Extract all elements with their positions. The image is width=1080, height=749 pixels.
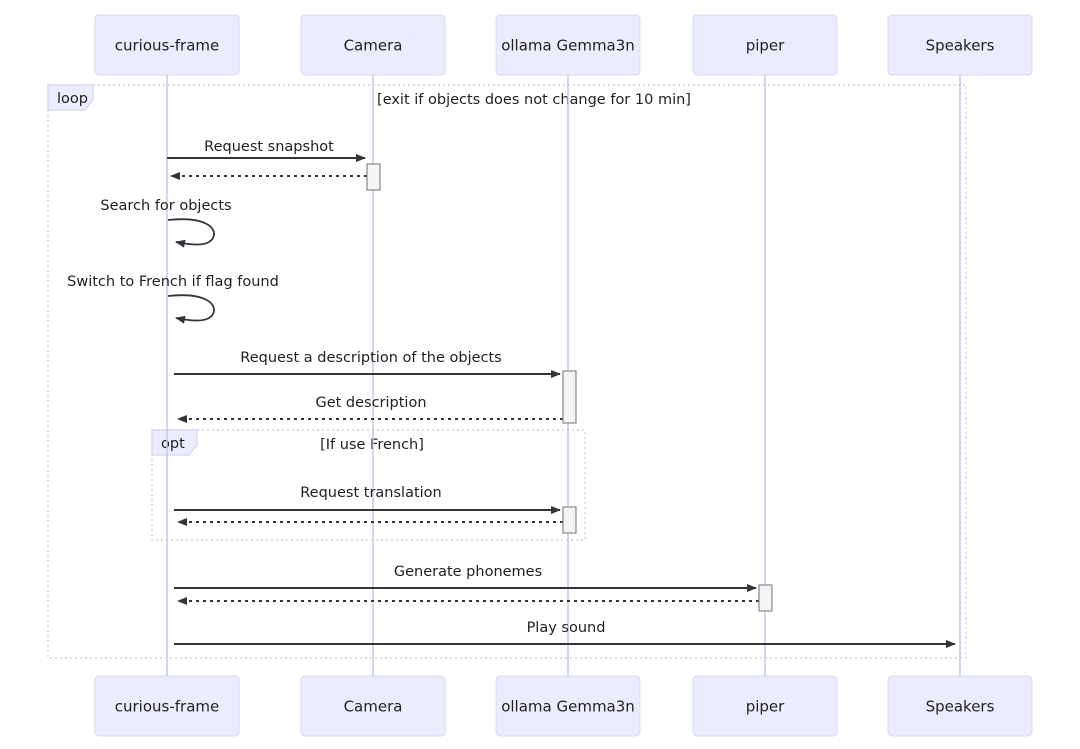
participant-bottom-speakers[interactable]: Speakers (887, 675, 1033, 737)
participant-box[interactable] (300, 675, 446, 737)
participant-label: ollama Gemma3n (501, 698, 635, 716)
participant-bottom-piper[interactable]: piper (692, 675, 838, 737)
message-label: Get description (315, 395, 426, 411)
self-message-arrow (167, 218, 215, 248)
activation-piper (758, 584, 773, 612)
loop-frame-tab (47, 84, 94, 111)
message-request-description: Request a description of the objects (174, 350, 561, 378)
message-search-for-objects: Search for objects (100, 198, 232, 248)
participant-label: curious-frame (115, 698, 219, 716)
message-label: Search for objects (100, 198, 231, 214)
message-switch-to-french: Switch to French if flag found (67, 274, 279, 324)
participant-box[interactable] (692, 675, 838, 737)
participant-label: Camera (344, 698, 403, 716)
participant-label: Speakers (926, 698, 995, 716)
participant-top-gemma[interactable]: ollama Gemma3n (495, 14, 641, 76)
fragment-loop: loop [exit if objects does not change fo… (47, 84, 967, 659)
participant-box[interactable] (300, 14, 446, 76)
opt-frame-tab (151, 429, 198, 456)
message-request-translation: Request translation (174, 485, 561, 514)
participant-label: Camera (344, 37, 403, 55)
message-label: Request a description of the objects (240, 350, 501, 366)
participant-top-piper[interactable]: piper (692, 14, 838, 76)
opt-frame-condition: [If use French] (320, 437, 424, 453)
participant-box[interactable] (495, 14, 641, 76)
opt-frame-border (151, 429, 586, 541)
participant-label: piper (746, 698, 785, 716)
participant-top-curious-frame[interactable]: curious-frame (94, 14, 240, 76)
message-label: Play sound (527, 620, 606, 636)
activation-gemma-description (562, 370, 577, 424)
message-label: Generate phonemes (394, 564, 542, 580)
message-label: Switch to French if flag found (67, 274, 279, 290)
activation-gemma-translation (562, 506, 577, 534)
participant-top-speakers[interactable]: Speakers (887, 14, 1033, 76)
participant-box[interactable] (887, 675, 1033, 737)
participant-box[interactable] (887, 14, 1033, 76)
participant-top-camera[interactable]: Camera (300, 14, 446, 76)
message-label: Request translation (300, 485, 441, 501)
participant-bottom-curious-frame[interactable]: curious-frame (94, 675, 240, 737)
message-label: Request snapshot (204, 139, 334, 155)
participant-label: curious-frame (115, 37, 219, 55)
message-request-snapshot: Request snapshot (167, 139, 366, 162)
message-get-description: Get description (177, 395, 563, 423)
message-play-sound: Play sound (174, 620, 956, 648)
self-message-arrow (167, 294, 215, 324)
participant-bottom-gemma[interactable]: ollama Gemma3n (495, 675, 641, 737)
message-generate-phonemes: Generate phonemes (174, 564, 757, 592)
opt-frame-tab-label: opt (161, 436, 185, 452)
participant-label: Speakers (926, 37, 995, 55)
participant-box[interactable] (495, 675, 641, 737)
participant-label: piper (746, 37, 785, 55)
activation-camera (366, 163, 381, 191)
participant-box[interactable] (94, 675, 240, 737)
loop-frame-condition: [exit if objects does not change for 10 … (377, 92, 691, 108)
participant-bottom-camera[interactable]: Camera (300, 675, 446, 737)
participant-box[interactable] (692, 14, 838, 76)
loop-frame-border (47, 84, 967, 659)
participant-label: ollama Gemma3n (501, 37, 635, 55)
participant-box[interactable] (94, 14, 240, 76)
loop-frame-tab-label: loop (57, 91, 88, 107)
